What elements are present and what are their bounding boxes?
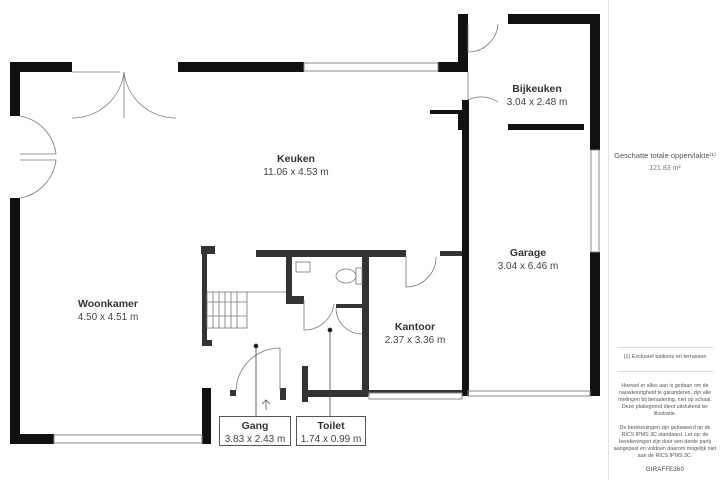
leader-lines — [253, 327, 333, 416]
brand-logo: GIRAFFE360 — [645, 467, 684, 473]
room-dims-bijkeuken: 3.04 x 2.48 m — [507, 97, 568, 108]
room-dims-garage: 3.04 x 6.46 m — [498, 261, 559, 272]
room-name-bijkeuken: Bijkeuken — [512, 83, 562, 95]
divider — [617, 371, 713, 372]
room-dims-kantoor: 2.37 x 3.36 m — [385, 335, 446, 346]
room-name-garage: Garage — [510, 247, 546, 259]
room-name-toilet: Toilet — [317, 420, 345, 432]
footnote: (1) Exclusief balkons en terrassen — [623, 354, 707, 360]
interior-walls — [201, 246, 462, 402]
doors — [19, 23, 499, 391]
floor-plan: Keuken 11.06 x 4.53 m Bijkeuken 3.04 x 2… — [10, 14, 600, 444]
info-sidebar: Geschatte totale oppervlakte⁽¹⁾ 121.83 m… — [608, 0, 720, 480]
room-name-woonkamer: Woonkamer — [78, 298, 138, 310]
exterior-walls — [10, 14, 600, 444]
windows — [53, 62, 600, 444]
room-name-kantoor: Kantoor — [395, 321, 435, 333]
room-dims-woonkamer: 4.50 x 4.51 m — [78, 312, 139, 323]
label-gang: Gang 3.83 x 2.43 m — [219, 416, 291, 446]
disclaimer-rics: De berekeningen zijn gebaseerd op de RIC… — [613, 425, 717, 459]
toilet-fixture — [295, 261, 363, 285]
total-area-label: Geschatte totale oppervlakte⁽¹⁾ — [614, 151, 716, 160]
room-dims-gang: 3.83 x 2.43 m — [224, 434, 286, 445]
divider — [617, 347, 713, 348]
entrance-arrow-icon — [261, 399, 271, 410]
room-name-keuken: Keuken — [277, 153, 315, 165]
room-dims-keuken: 11.06 x 4.53 m — [263, 167, 328, 178]
label-toilet: Toilet 1.74 x 0.99 m — [296, 416, 366, 446]
room-dims-toilet: 1.74 x 0.99 m — [300, 434, 362, 445]
total-area-value: 121.83 m² — [649, 165, 681, 172]
disclaimer-accuracy: Hoewel er alles aan is gedaan om de nauw… — [618, 383, 712, 417]
room-name-gang: Gang — [241, 420, 269, 432]
staircase — [206, 291, 286, 329]
